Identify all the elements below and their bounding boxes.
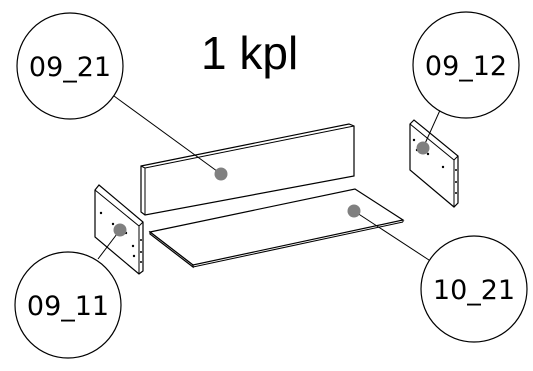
- callout-10-21: 10_21: [420, 235, 528, 343]
- callout-label: 10_21: [433, 275, 515, 306]
- leader-line-09-21: [113, 95, 222, 175]
- back-panel: [140, 123, 355, 216]
- callout-09-12: 09_12: [412, 11, 520, 119]
- bottom-shelf: [148, 188, 405, 269]
- part-marker-09-11: [113, 223, 127, 237]
- leader-line-09-12: [422, 107, 442, 149]
- quantity-title: 1 kpl: [201, 27, 298, 79]
- callout-09-21: 09_21: [16, 12, 124, 120]
- part-marker-09-12: [416, 141, 430, 155]
- right-side-panel: [409, 119, 459, 208]
- callout-label: 09_11: [27, 291, 109, 322]
- part-marker-10-21: [347, 204, 361, 218]
- callout-label: 09_21: [29, 52, 111, 83]
- leader-line-10-21: [353, 210, 433, 263]
- part-marker-09-21: [214, 167, 228, 181]
- callout-09-11: 09_11: [14, 251, 122, 359]
- callout-label: 09_12: [425, 51, 507, 82]
